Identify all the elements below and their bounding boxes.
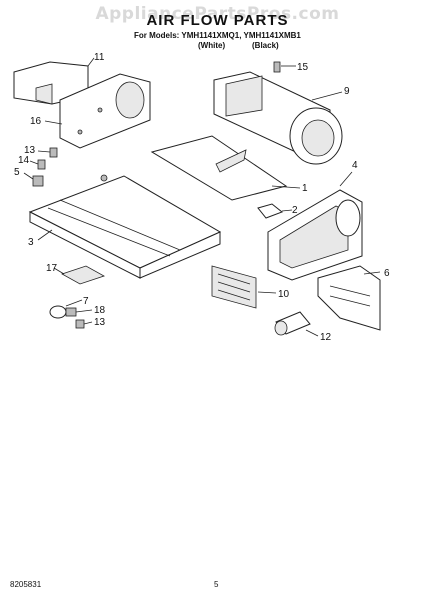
callout-4: 4	[352, 160, 358, 171]
callout-18: 18	[94, 305, 106, 316]
callout-10: 10	[278, 289, 290, 300]
callout-13-bottom: 13	[94, 317, 106, 328]
callout-16: 16	[30, 116, 42, 127]
models-line: For Models: YMH1141XMQ1, YMH1141XMB1	[134, 31, 301, 40]
callout-11: 11	[94, 52, 105, 63]
part-10-mesh-filter	[211, 265, 277, 309]
watermark: AppliancePartsPros.com	[95, 4, 340, 24]
callout-15: 15	[297, 62, 309, 73]
part-4-grille-frame	[267, 171, 363, 281]
part-9-blower-motor	[213, 71, 343, 165]
variant-black: (Black)	[252, 41, 279, 50]
part-1-air-deflector	[150, 135, 301, 201]
callout-13-top: 13	[24, 145, 36, 156]
variant-white: (White)	[198, 41, 226, 50]
part-12-capacitor	[274, 311, 319, 337]
parts-13-14-5-fasteners	[23, 147, 58, 187]
parts-7-18-13-lamp-assembly	[49, 299, 93, 329]
callout-14: 14	[18, 155, 30, 166]
callout-2: 2	[292, 205, 298, 216]
page-title: AIR FLOW PARTS	[146, 12, 289, 29]
callout-5: 5	[14, 167, 20, 178]
callout-12: 12	[320, 332, 332, 343]
callout-7: 7	[83, 296, 89, 307]
callout-1: 1	[302, 183, 308, 194]
part-16-mounting-plate	[44, 73, 151, 149]
callout-17: 17	[46, 263, 58, 274]
page-number: 5	[214, 580, 219, 589]
callout-6: 6	[384, 268, 390, 279]
document-number: 8205831	[10, 580, 42, 589]
part-2-deflector-piece	[257, 203, 293, 219]
part-6-grille	[317, 265, 381, 331]
part-3-base-plate	[28, 174, 222, 279]
part-17-label-card	[53, 265, 105, 285]
callout-9: 9	[344, 86, 350, 97]
part-15-screw	[273, 61, 296, 73]
callout-3: 3	[28, 237, 34, 248]
